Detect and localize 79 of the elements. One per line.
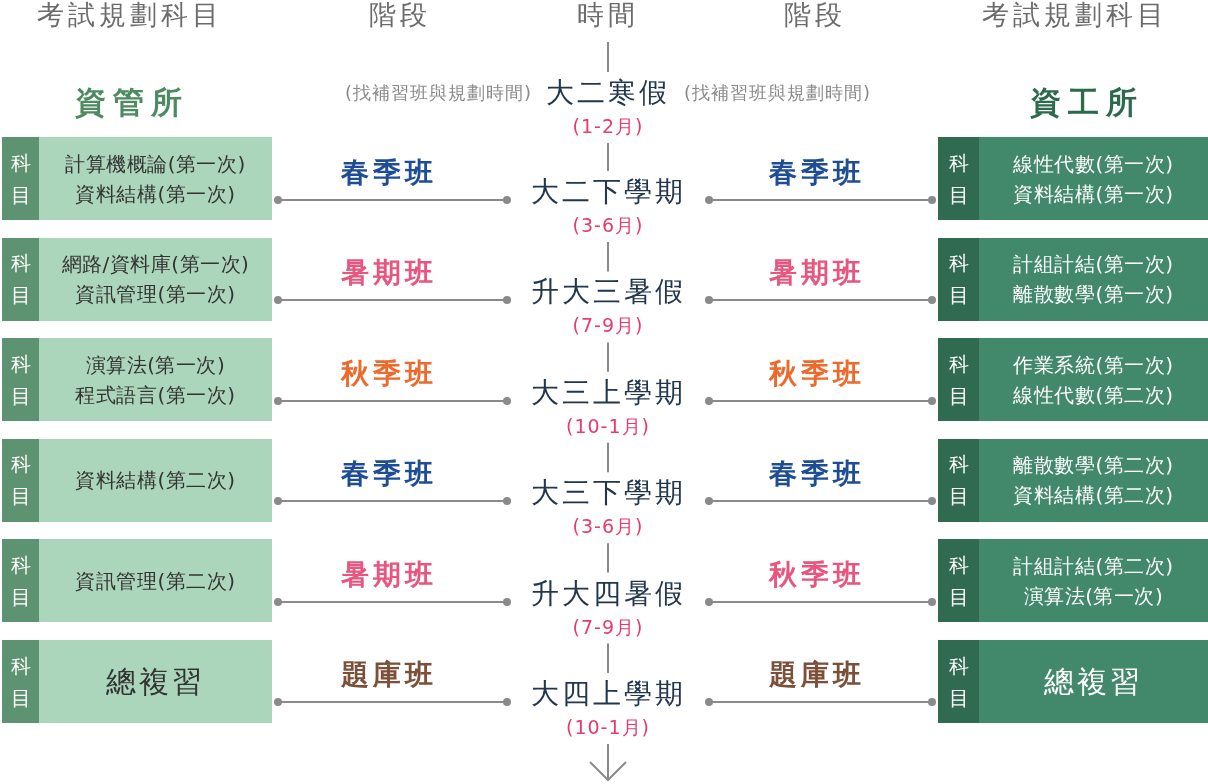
- side-note: (找補習班與規劃時間): [684, 81, 872, 105]
- subject-box: [2, 640, 272, 723]
- connector-line: [274, 296, 511, 304]
- subject-text: 資料結構(第二次): [74, 467, 237, 495]
- category-label: 科目: [938, 640, 979, 723]
- category-label: 科目: [2, 539, 39, 623]
- month-range: (1-2月): [572, 114, 644, 139]
- connector-line: [705, 196, 936, 204]
- month-range: (10-1月): [566, 413, 650, 439]
- subject-box: [938, 539, 1208, 623]
- month-range: (7-9月): [572, 313, 644, 339]
- connector-line: [705, 598, 936, 606]
- subject-box: [2, 539, 272, 623]
- subject-box: [938, 137, 1208, 220]
- connector-line: [705, 397, 936, 405]
- column-header: 階段: [784, 0, 846, 32]
- timeline-segment: [607, 142, 609, 172]
- subject-text: 資訊管理(第二次): [74, 567, 237, 595]
- subject-text: 計組計結(第二次) 演算法(第一次): [1012, 552, 1175, 610]
- month-range: (3-6月): [572, 213, 644, 238]
- timeline-segment: [607, 341, 609, 373]
- subject-box: [938, 338, 1208, 422]
- subject-text: 網路/資料庫(第一次) 資訊管理(第一次): [60, 251, 251, 309]
- institute-heading: 資工所: [1030, 83, 1144, 122]
- subject-box: [2, 438, 272, 522]
- subject-box: [938, 640, 1208, 723]
- category-label: 科目: [938, 338, 979, 422]
- stage-label: 大二寒假: [546, 76, 670, 110]
- stage-label: 大三上學期: [530, 375, 686, 410]
- timeline-segment: [607, 542, 609, 574]
- stage-label: 升大四暑假: [530, 576, 686, 611]
- category-label: 科目: [2, 338, 39, 422]
- connector-line: [274, 698, 511, 706]
- institute-heading: 資管所: [75, 83, 189, 122]
- column-header: 考試規劃科目: [37, 0, 223, 32]
- subject-box: [2, 338, 272, 422]
- connector-line: [705, 698, 936, 706]
- category-label: 科目: [938, 137, 979, 220]
- subject-text: 線性代數(第一次) 資料結構(第一次): [1012, 150, 1175, 208]
- stage-label: 大二下學期: [530, 175, 686, 209]
- subject-text: 計組計結(第一次) 離散數學(第一次): [1012, 251, 1175, 309]
- stage-label: 大三下學期: [530, 476, 686, 511]
- connector-line: [274, 497, 511, 505]
- month-range: (7-9月): [572, 614, 644, 640]
- connector-line: [705, 296, 936, 304]
- subject-text: 總複習: [1043, 666, 1144, 697]
- subject-text: 總複習: [105, 666, 206, 697]
- subject-text: 作業系統(第一次) 線性代數(第二次): [1012, 351, 1175, 409]
- timeline-segment: [607, 642, 609, 674]
- category-label: 科目: [938, 438, 979, 522]
- timeline-arrow: [589, 743, 627, 781]
- subject-text: 計算機概論(第一次) 資料結構(第一次): [64, 150, 247, 208]
- stage-label: 大四上學期: [530, 677, 686, 711]
- stage-label: 升大三暑假: [530, 275, 686, 310]
- subject-box: [938, 237, 1208, 321]
- subject-box: [2, 237, 272, 321]
- category-label: 科目: [2, 438, 39, 522]
- side-note: (找補習班與規劃時間): [344, 81, 532, 105]
- column-header: 階段: [369, 0, 431, 32]
- subject-text: 離散數學(第二次) 資料結構(第二次): [1012, 452, 1175, 510]
- category-label: 科目: [938, 539, 979, 623]
- subject-box: [2, 137, 272, 220]
- category-label: 科目: [938, 237, 979, 321]
- column-header: 考試規劃科目: [982, 0, 1168, 32]
- connector-line: [705, 497, 936, 505]
- category-label: 科目: [2, 137, 39, 220]
- category-label: 科目: [2, 237, 39, 321]
- timeline-segment: [607, 241, 609, 273]
- connector-line: [274, 397, 511, 405]
- month-range: (3-6月): [572, 514, 644, 540]
- category-label: 科目: [2, 640, 39, 723]
- subject-text: 演算法(第一次) 程式語言(第一次): [74, 351, 237, 409]
- column-header: 時間: [577, 0, 639, 32]
- month-range: (10-1月): [566, 715, 650, 740]
- timeline-segment: [607, 41, 609, 73]
- connector-line: [274, 196, 511, 204]
- subject-box: [938, 438, 1208, 522]
- timeline-segment: [607, 441, 609, 474]
- connector-line: [274, 598, 511, 606]
